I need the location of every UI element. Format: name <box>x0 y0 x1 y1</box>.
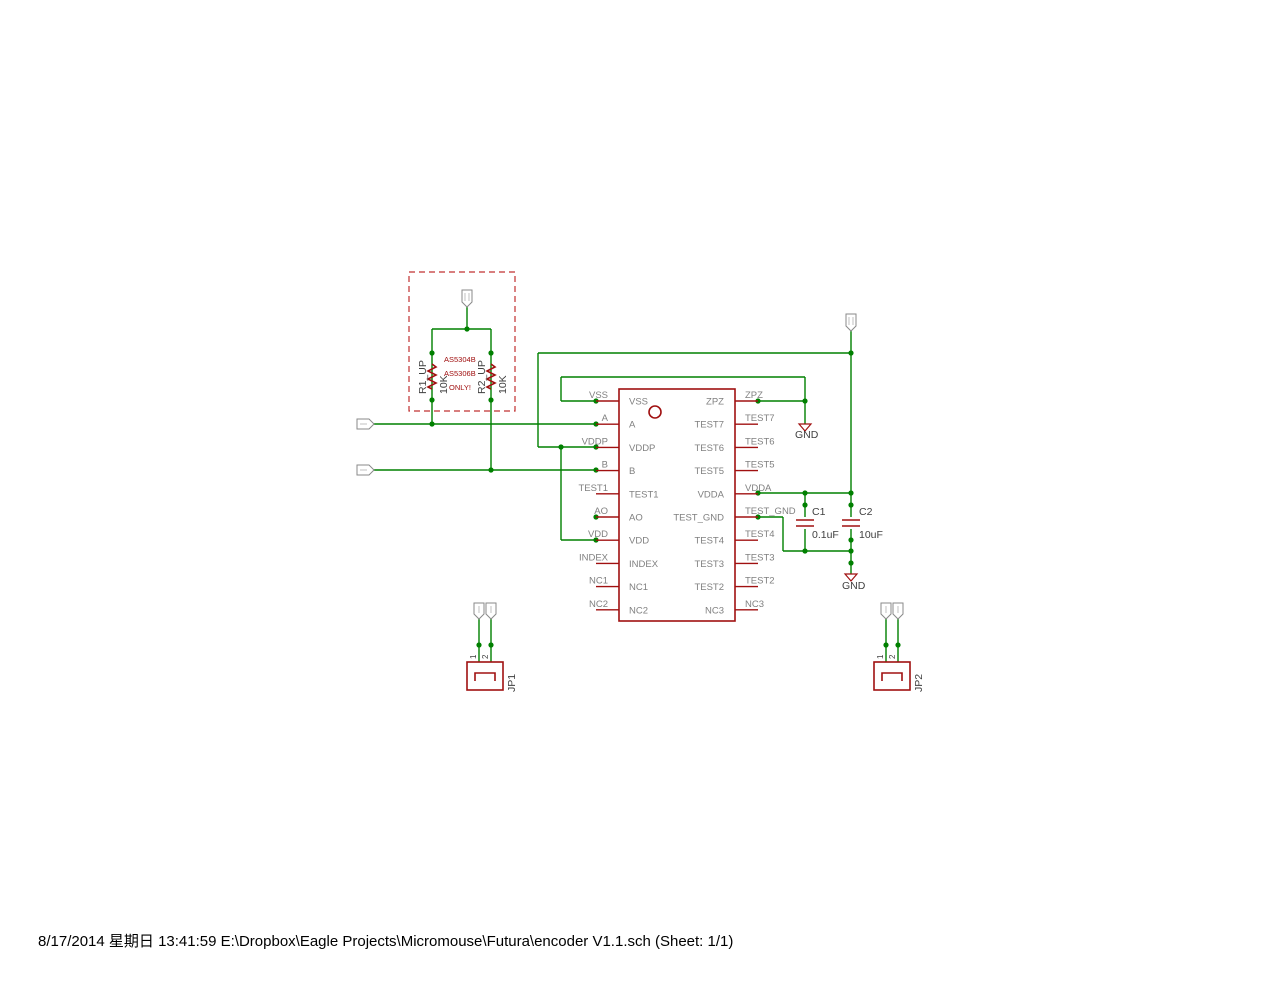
r2-name: R2_UP <box>476 360 488 394</box>
ic-right-net-label: TEST5 <box>745 460 775 471</box>
jp2-pin2: 2 <box>888 654 897 659</box>
ic-left-pin-name: AO <box>629 513 643 524</box>
ic-right-net-label: TEST4 <box>745 529 775 540</box>
jp1-name: JP1 <box>506 674 518 692</box>
note-line3: ONLY! <box>449 383 471 392</box>
ic-left-pin-name: VDD <box>629 536 649 547</box>
ic-left-pin-name: A <box>629 420 636 431</box>
ic-right-pin-name: TEST5 <box>694 466 724 477</box>
ic-left-net-label: INDEX <box>579 552 609 563</box>
gnd2-label: GND <box>842 580 866 592</box>
r2-value: 10K <box>497 375 509 394</box>
header-jp2: 1 2 JP2 <box>873 654 925 692</box>
ic-right-pin-name: TEST6 <box>694 443 724 454</box>
ic-left-net-label: VDD <box>588 529 608 540</box>
ic-left-net-label: A <box>602 413 609 424</box>
ic-left-pin-name: VSS <box>629 397 648 408</box>
ic-left-pin-name: VDDP <box>629 443 655 454</box>
junctions <box>429 326 901 648</box>
header-jp1: 1 2 JP1 <box>466 654 518 692</box>
pin1-marker <box>648 405 662 419</box>
capacitor-c2: C2 10uF <box>842 506 883 541</box>
note-line1: AS5304B <box>444 355 476 364</box>
ic-left-net-label: VDDP <box>582 436 608 447</box>
supply-connector-top <box>461 289 473 308</box>
ic-right-pin-name: NC3 <box>705 605 724 616</box>
ic-left-pin-name: B <box>629 466 635 477</box>
jp1-pin2: 2 <box>481 654 490 659</box>
jp2-net-connectors <box>880 602 904 620</box>
ic-right-pin-name: VDDA <box>698 489 725 500</box>
ic-left-pin-name: INDEX <box>629 559 659 570</box>
ic-right-net-label: VDDA <box>745 483 772 494</box>
resistor-option-frame <box>408 271 516 412</box>
c1-value: 0.1uF <box>812 529 839 541</box>
ic-left-net-label: B <box>602 460 608 471</box>
ic-left-pin-name: NC2 <box>629 605 648 616</box>
ic-right-net-label: TEST3 <box>745 552 775 563</box>
ic-right-pins: ZPZZPZTEST7TEST7TEST6TEST6TEST5TEST5VDDA… <box>673 390 795 616</box>
note-line2: AS5306B <box>444 369 476 378</box>
jp1-pin1: 1 <box>469 654 478 659</box>
ic-right-pin-name: TEST3 <box>694 559 724 570</box>
ic-left-net-label: NC2 <box>589 599 608 610</box>
resistor-r1: R1_UP 10K <box>417 360 450 394</box>
jp2-name: JP2 <box>913 674 925 692</box>
ic-left-pin-name: NC1 <box>629 582 648 593</box>
ic-right-net-label: TEST7 <box>745 413 775 424</box>
capacitor-c1: C1 0.1uF <box>796 506 839 541</box>
ic-left-pin-name: TEST1 <box>629 489 659 500</box>
wires <box>373 306 899 662</box>
c2-value: 10uF <box>859 529 883 541</box>
encoder-ic: VSSVSSAAVDDPVDDPBBTEST1TEST1AOAOVDDVDDIN… <box>578 388 796 622</box>
net-connector-a <box>356 418 375 430</box>
ground-symbol-1: GND <box>795 423 819 441</box>
ic-right-net-label: TEST6 <box>745 436 775 447</box>
ic-right-net-label: NC3 <box>745 599 764 610</box>
ic-left-net-label: NC1 <box>589 576 608 587</box>
ic-right-net-label: TEST2 <box>745 576 775 587</box>
ic-right-pin-name: TEST4 <box>694 536 724 547</box>
r1-name: R1_UP <box>417 360 429 394</box>
ic-left-net-label: TEST1 <box>578 483 608 494</box>
ground-symbol-2: GND <box>842 573 866 592</box>
ic-right-pin-name: TEST2 <box>694 582 724 593</box>
ic-left-pins: VSSVSSAAVDDPVDDPBBTEST1TEST1AOAOVDDVDDIN… <box>578 390 658 616</box>
ic-right-pin-name: TEST7 <box>694 420 724 431</box>
ic-right-net-label: ZPZ <box>745 390 763 401</box>
c1-name: C1 <box>812 506 826 518</box>
ic-right-net-label: TEST_GND <box>745 506 796 517</box>
ic-body <box>618 388 736 622</box>
c2-name: C2 <box>859 506 873 518</box>
jp1-net-connectors <box>473 602 497 620</box>
r1-value: 10K <box>438 375 450 394</box>
net-connector-b <box>356 464 375 476</box>
supply-connector-right <box>845 313 857 332</box>
resistor-r2: R2_UP 10K <box>476 360 509 394</box>
ic-left-net-label: VSS <box>589 390 608 401</box>
ic-left-net-label: AO <box>594 506 608 517</box>
ic-right-pin-name: ZPZ <box>706 397 724 408</box>
gnd1-label: GND <box>795 429 819 441</box>
ic-right-pin-name: TEST_GND <box>673 513 724 524</box>
sheet-footer: 8/17/2014 星期日 13:41:59 E:\Dropbox\Eagle … <box>38 933 734 950</box>
jp2-pin1: 1 <box>876 654 885 659</box>
